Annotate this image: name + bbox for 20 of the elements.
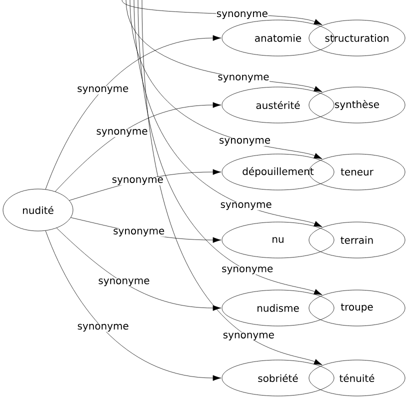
edge-label: synonyme — [223, 332, 274, 340]
edge-label: synonyme — [78, 86, 128, 94]
arrow — [56, 228, 222, 311]
arrow — [142, 0, 322, 365]
edge-label: synonyme — [216, 11, 268, 20]
arrow — [55, 102, 222, 192]
edge-label: synonyme — [112, 177, 163, 185]
edge-label: synonyme — [98, 278, 150, 286]
arrow — [45, 230, 222, 381]
arrow — [45, 35, 222, 190]
edge-label: synonyme — [114, 228, 164, 236]
arrow — [134, 0, 322, 227]
edge-label: synonyme — [220, 202, 272, 210]
edge-label: synonyme — [78, 324, 128, 332]
edge-label: synonyme — [222, 266, 273, 274]
edge-label: synonyme — [220, 138, 270, 146]
edge-label: synonyme — [218, 74, 269, 82]
arrow — [138, 0, 322, 295]
arrow — [130, 0, 322, 159]
edge-label: synonyme — [96, 129, 148, 137]
